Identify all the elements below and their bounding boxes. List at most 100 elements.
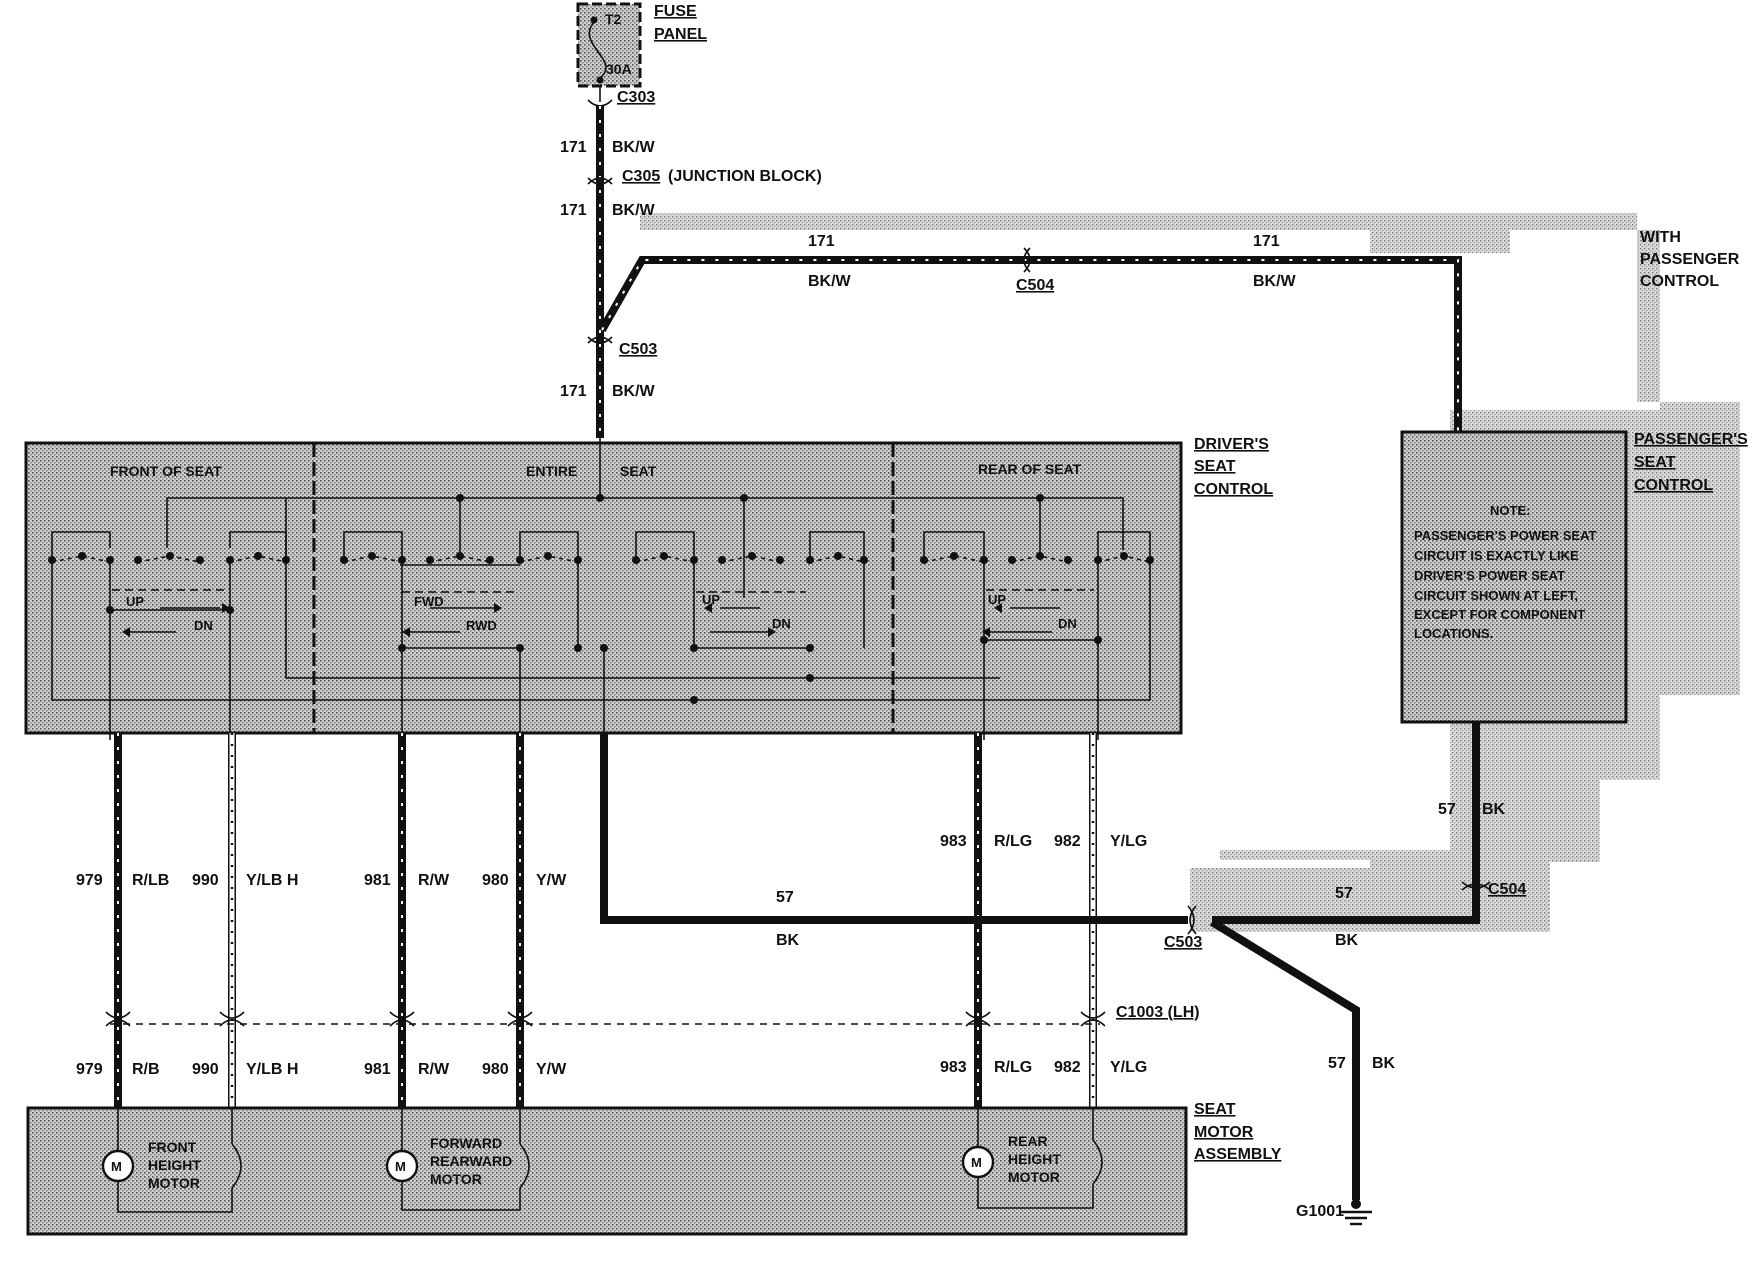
fuse-panel-label-1: FUSE xyxy=(654,3,697,20)
lower-990-circuit: 990 xyxy=(192,1061,219,1078)
passenger-note-line-5: EXCEPT FOR COMPONENT xyxy=(1414,607,1585,622)
connector-c305-note: (JUNCTION BLOCK) xyxy=(668,168,822,185)
fuse-rating: 30A xyxy=(606,61,632,77)
fuse-name: T2 xyxy=(605,11,622,27)
connector-c503-top: C503 xyxy=(619,341,657,358)
upper-979-color: R/LB xyxy=(132,872,169,889)
passenger-note-line-3: DRIVER'S POWER SEAT xyxy=(1414,568,1565,583)
lower-981-circuit: 981 xyxy=(364,1061,391,1078)
seat-motor-assembly: M FRONT HEIGHT MOTOR M FORWARD REARWARD … xyxy=(26,1106,1188,1236)
feed-1-circuit: 171 xyxy=(560,139,587,156)
lower-982-circuit: 982 xyxy=(1054,1059,1081,1076)
lower-979-color: R/B xyxy=(132,1061,160,1078)
dir-up-entire: UP xyxy=(702,592,720,607)
rear-motor-label-3: MOTOR xyxy=(1008,1169,1060,1185)
upper-983-color: R/LG xyxy=(994,833,1032,850)
passenger-note-title: NOTE: xyxy=(1490,503,1530,518)
lower-979-circuit: 979 xyxy=(76,1061,103,1078)
lower-990-color: Y/LB H xyxy=(246,1061,298,1078)
passenger-note-line-6: LOCATIONS. xyxy=(1414,626,1493,641)
connector-c504-top: C504 xyxy=(1016,277,1054,294)
dir-up-rear: UP xyxy=(988,592,1006,607)
feed-wire-171 xyxy=(587,86,613,438)
fuse-panel-label-2: PANEL xyxy=(654,26,707,43)
fwdrwd-motor-label-3: MOTOR xyxy=(430,1171,482,1187)
passenger-feed-left-circuit: 171 xyxy=(808,233,835,250)
upper-990-color: Y/LB H xyxy=(246,872,298,889)
dir-dn-entire: DN xyxy=(772,616,791,631)
feed-2-color: BK/W xyxy=(612,202,656,219)
ground-pass-circuit: 57 xyxy=(1335,885,1353,902)
passenger-note-line-4: CIRCUIT SHOWN AT LEFT, xyxy=(1414,588,1578,603)
passenger-note-line-2: CIRCUIT IS EXACTLY LIKE xyxy=(1414,548,1579,563)
passenger-control-label-1: PASSENGER'S xyxy=(1634,431,1748,448)
ground-drop-circuit: 57 xyxy=(1328,1055,1346,1072)
rear-motor-label-1: REAR xyxy=(1008,1133,1048,1149)
upper-981-color: R/W xyxy=(418,872,450,889)
driver-seat-control: FRONT OF SEAT ENTIRE SEAT REAR OF SEAT U… xyxy=(24,438,1183,740)
upper-982-circuit: 982 xyxy=(1054,833,1081,850)
lower-983-circuit: 983 xyxy=(940,1059,967,1076)
fuse-t2: T2 30A xyxy=(576,2,642,88)
lower-982-color: Y/LG xyxy=(1110,1059,1147,1076)
upper-979-circuit: 979 xyxy=(76,872,103,889)
feed-2-circuit: 171 xyxy=(560,202,587,219)
driver-control-label-2: SEAT xyxy=(1194,458,1236,475)
section-rear-of-seat: REAR OF SEAT xyxy=(978,461,1082,477)
rear-motor-symbol: M xyxy=(971,1155,982,1170)
dir-dn-rear: DN xyxy=(1058,616,1077,631)
upper-982-color: Y/LG xyxy=(1110,833,1147,850)
upper-990-circuit: 990 xyxy=(192,872,219,889)
dir-fwd: FWD xyxy=(414,594,444,609)
dir-up-front: UP xyxy=(126,594,144,609)
fwdrwd-motor-label-2: REARWARD xyxy=(430,1153,512,1169)
ground-main-color: BK xyxy=(776,932,800,949)
motor-assembly-label-2: MOTOR xyxy=(1194,1124,1254,1141)
passenger-option-note-3: CONTROL xyxy=(1640,273,1719,290)
ground-drop-color: BK xyxy=(1372,1055,1396,1072)
connector-c1003: C1003 (LH) xyxy=(1116,1004,1200,1021)
motor-assembly-label-3: ASSEMBLY xyxy=(1194,1146,1282,1163)
fwdrwd-motor-label-1: FORWARD xyxy=(430,1135,502,1151)
upper-983-circuit: 983 xyxy=(940,833,967,850)
dir-dn-front: DN xyxy=(194,618,213,633)
upper-980-color: Y/W xyxy=(536,872,567,889)
connector-c504-bottom: C504 xyxy=(1488,881,1526,898)
motor-assembly-label-1: SEAT xyxy=(1194,1101,1236,1118)
passenger-option-note-1: WITH xyxy=(1640,229,1681,246)
fwdrwd-motor-symbol: M xyxy=(395,1159,406,1174)
passenger-control-label-2: SEAT xyxy=(1634,454,1676,471)
passenger-option-note-2: PASSENGER xyxy=(1640,251,1740,268)
ground-pass-color: BK xyxy=(1335,932,1359,949)
upper-981-circuit: 981 xyxy=(364,872,391,889)
passenger-option-shading xyxy=(640,213,1740,932)
connector-c503-bottom: C503 xyxy=(1164,934,1202,951)
passenger-note-line-1: PASSENGER'S POWER SEAT xyxy=(1414,528,1597,543)
upper-980-circuit: 980 xyxy=(482,872,509,889)
driver-control-label-3: CONTROL xyxy=(1194,481,1273,498)
passenger-seat-control: NOTE: PASSENGER'S POWER SEAT CIRCUIT IS … xyxy=(1400,430,1628,724)
passenger-feed-right-circuit: 171 xyxy=(1253,233,1280,250)
lower-983-color: R/LG xyxy=(994,1059,1032,1076)
section-seat: SEAT xyxy=(620,463,657,479)
passenger-feed-wire xyxy=(598,247,1462,432)
passenger-feed-right-color: BK/W xyxy=(1253,273,1297,290)
feed-1-color: BK/W xyxy=(612,139,656,156)
driver-control-label-1: DRIVER'S xyxy=(1194,436,1269,453)
ground-pass2-circuit: 57 xyxy=(1438,801,1456,818)
passenger-feed-left-color: BK/W xyxy=(808,273,852,290)
front-motor-label-3: MOTOR xyxy=(148,1175,200,1191)
lower-980-color: Y/W xyxy=(536,1061,567,1078)
connector-c303: C303 xyxy=(617,89,655,106)
lower-980-circuit: 980 xyxy=(482,1061,509,1078)
section-front-of-seat: FRONT OF SEAT xyxy=(110,463,222,479)
lower-981-color: R/W xyxy=(418,1061,450,1078)
feed-3-color: BK/W xyxy=(612,383,656,400)
front-motor-label-2: HEIGHT xyxy=(148,1157,201,1173)
ground-main-circuit: 57 xyxy=(776,889,794,906)
section-entire: ENTIRE xyxy=(526,463,577,479)
ground-g1001: G1001 xyxy=(1296,1203,1344,1220)
ground-pass2-color: BK xyxy=(1482,801,1506,818)
passenger-control-label-3: CONTROL xyxy=(1634,477,1713,494)
feed-3-circuit: 171 xyxy=(560,383,587,400)
